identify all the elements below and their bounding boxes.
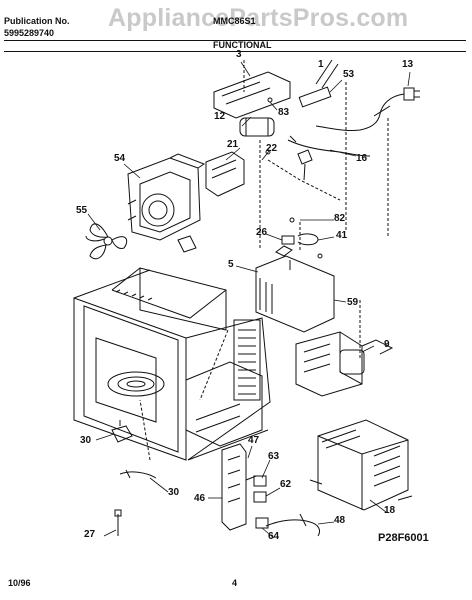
- switch-parts: [275, 233, 319, 257]
- interlock-wire-harness: [265, 513, 321, 537]
- interlock-switches: [253, 475, 269, 529]
- callout-12: 12: [214, 111, 226, 122]
- leader-lines: [139, 60, 389, 461]
- cabinet-frame: [73, 267, 271, 461]
- fan-blade: [85, 223, 128, 260]
- waveguide-cover: [255, 255, 335, 333]
- hardware-screws: [265, 97, 323, 259]
- publication-number: 5995289740: [4, 28, 55, 38]
- callout-64: 64: [268, 531, 280, 542]
- transformer: [309, 419, 413, 511]
- callout-46: 46: [194, 493, 206, 504]
- callout-1: 1: [318, 59, 324, 70]
- callout-63: 63: [268, 451, 280, 462]
- callout-27: 27: [84, 529, 96, 540]
- capacitor: [239, 117, 275, 137]
- callout-30-upper: 30: [80, 435, 92, 446]
- callout-30-lower: 30: [168, 487, 180, 498]
- section-title: FUNCTIONAL: [213, 40, 272, 50]
- wire-lead: [119, 469, 157, 479]
- thermal-switch: [111, 420, 133, 443]
- callout-55: 55: [76, 205, 88, 216]
- callout-26: 26: [256, 227, 268, 238]
- callout-18: 18: [384, 505, 396, 516]
- callout-54: 54: [114, 153, 126, 164]
- callout-47: 47: [248, 435, 260, 446]
- callout-83: 83: [278, 107, 290, 118]
- callout-leaders: [87, 61, 411, 539]
- control-panel-vents: [233, 319, 261, 401]
- header-rule-top: [4, 40, 466, 41]
- capacitor-bracket: [213, 71, 291, 119]
- magnetron: [295, 331, 394, 397]
- callout-21: 21: [227, 139, 239, 150]
- callout-22: 22: [266, 143, 278, 154]
- callout-41: 41: [336, 230, 348, 241]
- callout-82: 82: [334, 213, 346, 224]
- header-rule-bottom: [4, 51, 466, 52]
- fan-motor-bracket: [127, 153, 206, 253]
- footer-date: 10/96: [8, 578, 31, 588]
- thermal-protector: [205, 151, 245, 197]
- wire-connector: [297, 149, 313, 181]
- diagram-code: P28F6001: [378, 532, 429, 544]
- footer-page-number: 4: [232, 578, 238, 588]
- callout-9: 9: [384, 339, 390, 350]
- diode: [315, 59, 339, 89]
- power-cord: [315, 87, 420, 131]
- inner-support-frame: [185, 361, 263, 447]
- callout-3: 3: [236, 49, 242, 60]
- callout-62: 62: [280, 479, 292, 490]
- watermark-logo: AppliancePartsPros.com: [108, 4, 409, 32]
- callout-59: 59: [347, 297, 359, 308]
- callout-5: 5: [228, 259, 234, 270]
- screw: [114, 509, 122, 536]
- fuse-holder: [298, 86, 332, 108]
- publication-label: Publication No.: [4, 16, 70, 26]
- callout-16: 16: [356, 153, 368, 164]
- door-interlock-assembly: [221, 443, 257, 531]
- callout-48: 48: [334, 515, 346, 526]
- model-number: MMC86S1: [213, 16, 256, 26]
- callout-53: 53: [343, 69, 355, 80]
- callout-13: 13: [402, 59, 414, 70]
